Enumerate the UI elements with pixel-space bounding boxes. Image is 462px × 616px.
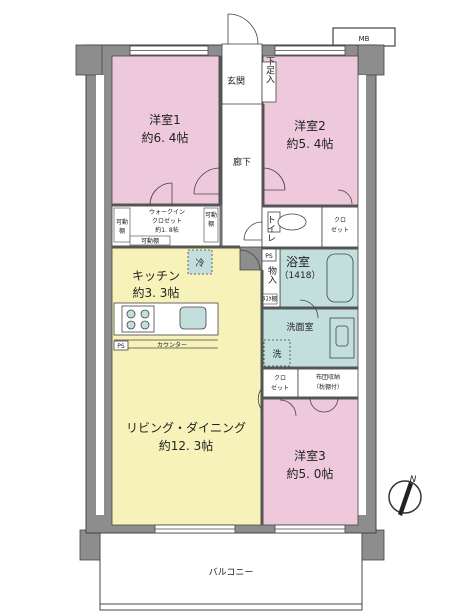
bath-name: 浴室 (286, 254, 310, 269)
walkin-name: ウォークイン (149, 208, 185, 216)
windows (129, 45, 346, 534)
ps-box-1 (261, 248, 277, 262)
kadoutana-label: 可動棚 (141, 237, 159, 245)
living-name: リビング・ダイニング (126, 420, 246, 435)
small-shelf-label: ﾀｽｸ棚 (262, 295, 277, 303)
entrance (221, 43, 263, 105)
bedroom3-size: 約5. 0帖 (287, 466, 334, 481)
mb-label: MB (359, 35, 370, 43)
north-label: N (410, 475, 417, 485)
kitchen-name: キッチン (132, 269, 180, 283)
tana-left: 棚 (119, 227, 125, 235)
kitchen-counter (113, 302, 219, 349)
walkin-name2: クロゼット (152, 217, 182, 225)
rouka-label: 廊下 (233, 156, 251, 168)
bath-size: （1418） (280, 270, 321, 281)
futon-storage (297, 367, 359, 399)
mb-box: MB (332, 27, 396, 47)
futon-label1: 布団収納 (316, 373, 340, 381)
closet-b3 (261, 367, 299, 399)
shita-shu-label: 下足入 (264, 57, 275, 84)
bathtub (326, 253, 354, 303)
futon-label2: （枕棚付） (313, 383, 343, 391)
partitions (112, 56, 358, 525)
bedroom1-name: 洋室1 (149, 112, 181, 127)
closet-b3-label: クロ (274, 375, 286, 382)
closet-b3-label2: ゼット (271, 384, 289, 392)
washbasin (329, 317, 355, 359)
living-size: 約12. 3帖 (159, 438, 214, 453)
bedroom1-size: 約6. 4帖 (142, 130, 189, 145)
closet-b2 (321, 206, 359, 249)
closet-b2-label2: ゼット (331, 226, 349, 234)
bedroom2-size: 約5. 4帖 (287, 136, 334, 151)
closet-b2-label: クロ (334, 217, 346, 224)
balcony: バルコニー (79, 529, 385, 611)
small-shelf (262, 293, 278, 305)
genkan-label: 玄関 (227, 75, 245, 87)
ps-box-2 (113, 340, 129, 351)
kadou-right: 可動 (205, 211, 217, 219)
washer-label: 洗 (272, 348, 281, 360)
bedroom2-name: 洋室2 (294, 118, 326, 133)
door-swings (149, 167, 353, 417)
kadou-left: 可動 (116, 218, 128, 226)
walkin-size: 約1. 8帖 (155, 226, 178, 234)
ps1-label: PS (265, 253, 273, 260)
north-compass-icon: N (388, 475, 422, 516)
room-bedroom3 (262, 397, 359, 526)
entrance-door (227, 13, 277, 103)
walkin-shelves (113, 207, 219, 246)
fridge-space (187, 249, 213, 275)
kitchen-size: 約3. 3帖 (133, 285, 180, 300)
balcony-label: バルコニー (209, 567, 254, 578)
toilet-fixture (267, 211, 307, 233)
fridge-label: 冷 (195, 257, 204, 269)
ps2-label: PS (117, 343, 125, 350)
monoire-label: 物入 (266, 265, 277, 284)
toilet-label: トイレ (265, 215, 276, 242)
counter-label: カウンター (157, 341, 187, 349)
washroom-name: 洗面室 (286, 321, 313, 333)
washer-space (263, 339, 291, 367)
tana-right: 棚 (208, 220, 214, 228)
bedroom3-name: 洋室3 (294, 448, 326, 463)
